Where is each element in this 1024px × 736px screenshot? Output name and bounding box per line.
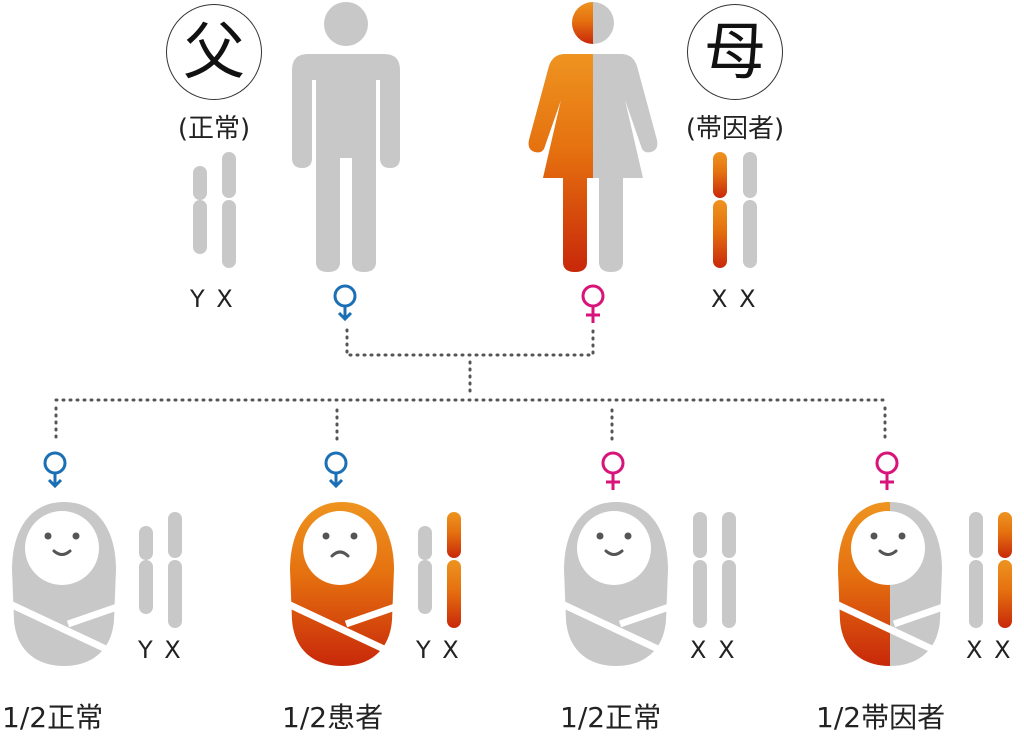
father-kanji-badge: 父: [166, 4, 262, 100]
child2-outcome: 1/2患者: [282, 701, 384, 734]
child3-outcome: 1/2正常: [560, 701, 662, 734]
child3-baby-icon: [560, 502, 674, 666]
mother-status: (帯因者): [685, 114, 785, 144]
child4-chromosome-label: X X: [966, 636, 1013, 664]
child3-female-symbol-icon: [601, 451, 625, 490]
mother-chromosome-label: X X: [711, 285, 758, 313]
father-kanji: 父: [182, 15, 245, 88]
child2-baby-icon: [286, 502, 400, 666]
male-symbol-icon: [333, 284, 357, 322]
father-chromosome-label: Y X: [190, 285, 235, 313]
father-figure-icon: [292, 2, 400, 272]
child1-chromosomes-icon: [139, 512, 182, 628]
child2-chromosome-label: Y X: [416, 636, 461, 664]
child1-chromosome-label: Y X: [138, 636, 183, 664]
child4-baby-icon: [834, 502, 948, 666]
father-status: (正常): [177, 114, 251, 144]
child4-outcome: 1/2帯因者: [816, 701, 946, 734]
mother-figure-icon: [528, 2, 658, 272]
child4-chromosomes-icon: [969, 512, 1012, 628]
mother-kanji: 母: [703, 15, 766, 88]
father-chromosomes-icon: [193, 152, 236, 268]
child1-outcome: 1/2正常: [2, 701, 104, 734]
child2-male-symbol-icon: [324, 451, 348, 489]
child1-baby-icon: [8, 502, 122, 666]
child4-female-symbol-icon: [875, 451, 899, 490]
child3-chromosome-label: X X: [690, 636, 737, 664]
child3-chromosomes-icon: [693, 512, 736, 628]
mother-chromosomes-icon: [713, 152, 757, 268]
pedigree-connector-lines: [54, 328, 887, 442]
child1-male-symbol-icon: [43, 451, 67, 489]
mother-kanji-badge: 母: [687, 4, 783, 100]
female-symbol-icon: [581, 284, 605, 323]
child2-chromosomes-icon: [418, 512, 461, 628]
